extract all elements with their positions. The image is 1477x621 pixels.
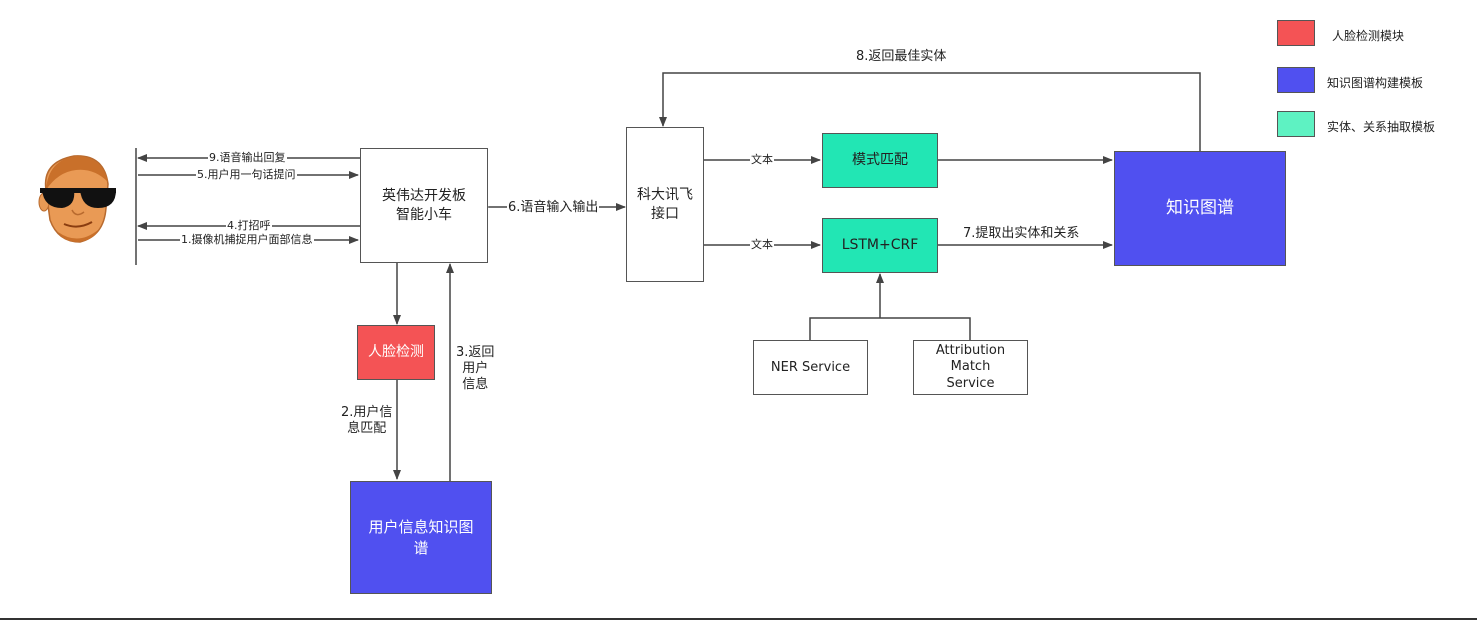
edge-label-8: 8.返回最佳实体 bbox=[855, 49, 948, 64]
edge-label-5: 5.用户用一句话提问 bbox=[196, 168, 297, 181]
edge-label-6: 6.语音输入输出 bbox=[507, 200, 600, 215]
services-merge-line bbox=[809, 317, 971, 340]
legend-label-extract: 实体、关系抽取模板 bbox=[1327, 120, 1436, 134]
edge-8-line bbox=[659, 72, 1201, 151]
user-knowledge-graph-node[interactable]: 用户信息知识图 谱 bbox=[350, 481, 492, 594]
user-avatar-sunglasses-icon bbox=[28, 150, 124, 250]
lstm-crf-node[interactable]: LSTM+CRF bbox=[822, 218, 938, 273]
legend-swatch-kg bbox=[1277, 67, 1315, 93]
car-board-node[interactable]: 英伟达开发板 智能小车 bbox=[360, 148, 488, 263]
knowledge-graph-node[interactable]: 知识图谱 bbox=[1114, 151, 1286, 266]
edge-label-9: 9.语音输出回复 bbox=[208, 151, 287, 164]
ner-service-node[interactable]: NER Service bbox=[753, 340, 868, 395]
legend-label-kg: 知识图谱构建模板 bbox=[1327, 76, 1424, 90]
edge-label-2: 2.用户信 息匹配 bbox=[340, 405, 394, 437]
edge-label-3: 3.返回 用户 信息 bbox=[455, 345, 496, 393]
iflytek-interface-node[interactable]: 科大讯飞 接口 bbox=[626, 127, 704, 282]
bottom-divider bbox=[0, 618, 1477, 620]
legend-label-face: 人脸检测模块 bbox=[1332, 29, 1405, 43]
edge-label-text-2: 文本 bbox=[750, 238, 774, 251]
legend-swatch-face bbox=[1277, 20, 1315, 46]
edge-label-text-1: 文本 bbox=[750, 153, 774, 166]
pattern-match-node[interactable]: 模式匹配 bbox=[822, 133, 938, 188]
legend-swatch-extract bbox=[1277, 111, 1315, 137]
attribution-match-service-node[interactable]: Attribution Match Service bbox=[913, 340, 1028, 395]
face-detection-node[interactable]: 人脸检测 bbox=[357, 325, 435, 380]
edge-label-4: 4.打招呼 bbox=[226, 219, 272, 232]
edge-label-1: 1.摄像机捕捉用户面部信息 bbox=[180, 233, 314, 246]
edge-label-7: 7.提取出实体和关系 bbox=[962, 226, 1081, 241]
